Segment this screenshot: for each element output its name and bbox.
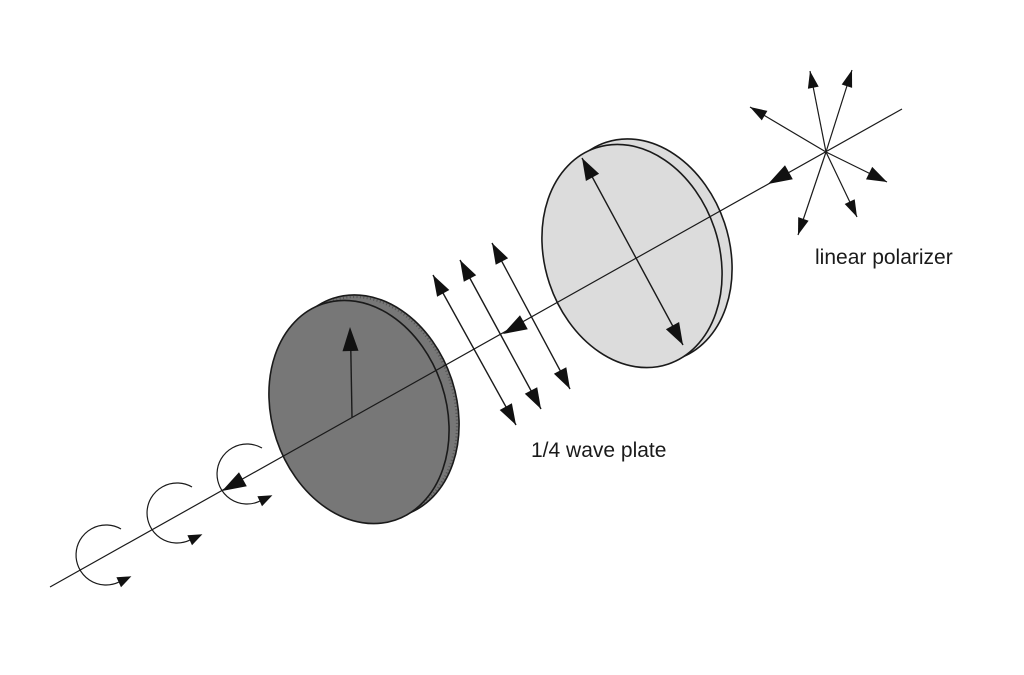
circular-arrow-3: [216, 443, 273, 507]
polarizer-transmission-axis-arrow: [581, 157, 684, 346]
polarization-arrow-3: [491, 242, 571, 390]
polarization-arrow-2: [459, 259, 542, 410]
quarter-wave-plate-label: 1/4 wave plate: [531, 439, 667, 462]
circular-arrow-2: [146, 482, 203, 546]
quarter-wave-plate-disk: [268, 294, 460, 525]
beam-axis-line: [49, 108, 903, 588]
polarization-arrow-1: [432, 274, 517, 426]
circular-polarization-arrows: [75, 443, 273, 588]
quarter-wave-plate-rim-hatch-texture: [279, 295, 459, 518]
wave-plate-axis-arrow: [342, 327, 359, 418]
beam-arrowhead-right: [768, 165, 793, 184]
beam-arrowhead-middle: [503, 315, 528, 334]
linear-polarization-arrows: [432, 242, 571, 426]
circular-arrow-1: [75, 524, 132, 588]
beam-direction-arrowheads: [222, 165, 793, 491]
quarter-wave-plate-face: [268, 299, 450, 525]
beam-arrowhead-left: [222, 472, 247, 491]
unpolarized-light-star: [749, 69, 888, 236]
polarizer-disk: [541, 138, 733, 369]
polarizer-face: [541, 143, 723, 369]
linear-polarizer-label: linear polarizer: [815, 246, 953, 269]
